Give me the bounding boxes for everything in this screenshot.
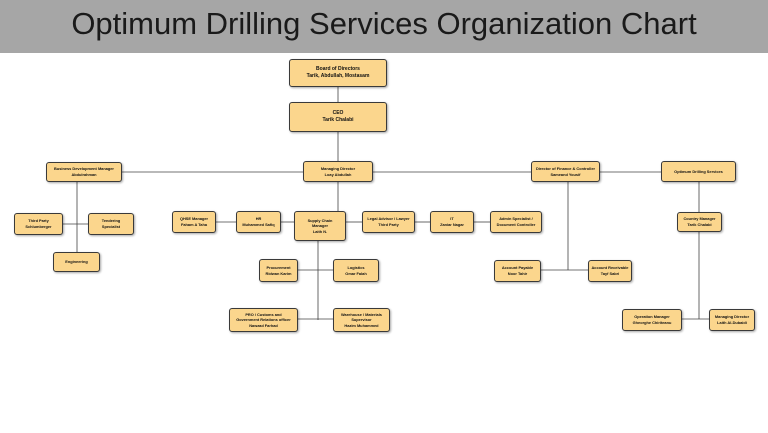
- node-name: Muhammed Safiq: [242, 222, 275, 227]
- node-logistics: Logistics Omar Falah: [333, 259, 379, 282]
- node-ceo: CEO Tarik Chalabi: [289, 102, 387, 132]
- node-title-2: Manager: [312, 223, 328, 229]
- node-name: Noor Tahir: [507, 271, 528, 276]
- node-name: Zaniar Nagar: [440, 222, 464, 227]
- node-name: Document Controller: [496, 222, 536, 227]
- node-name: Faham A Taha: [180, 222, 207, 227]
- node-name: Third Party: [378, 222, 399, 227]
- node-country-manager: Country Manager Tarik Chalabi: [677, 212, 722, 232]
- node-title: HR: [255, 216, 262, 222]
- node-title: Warehouse / Materials: [341, 311, 382, 317]
- node-name: Laith N.: [312, 228, 328, 234]
- node-title: Country Manager: [683, 216, 716, 222]
- node-title-2: Government Relations officer: [236, 317, 291, 323]
- node-name: Abdulrahman: [71, 172, 97, 177]
- node-title: Managing Director: [714, 314, 750, 320]
- node-account-receivable: Account Receivable Tayf Sabri: [588, 260, 632, 282]
- node-title: Account Payable: [501, 265, 534, 271]
- node-title: Director of Finance & Controller: [535, 165, 595, 171]
- node-title: Third Party: [28, 218, 49, 224]
- node-hr: HR Muhammed Safiq: [236, 211, 281, 233]
- node-name: Sameand Yousif: [550, 171, 581, 177]
- node-optimum-drilling-services: Optimum Drilling Services: [661, 161, 736, 182]
- node-name: Specialist: [101, 224, 121, 229]
- node-title: PRO / Customs and: [245, 311, 282, 317]
- node-business-development-manager: Business Development Manager Abdulrahman: [46, 162, 122, 182]
- node-qhse-manager: QHSE Manager Faham A Taha: [172, 211, 216, 233]
- node-title: Logistics: [347, 264, 365, 270]
- node-title: IT: [450, 216, 454, 222]
- node-title: Procurement: [266, 264, 291, 270]
- node-title: Legal Advisor / Lawyer: [367, 216, 410, 222]
- node-title: Admin Specialist /: [499, 216, 533, 222]
- node-title: CEO: [332, 109, 344, 116]
- node-title: Board of Directors: [316, 65, 360, 72]
- node-title: Business Development Manager: [54, 166, 114, 172]
- node-account-payable: Account Payable Noor Tahir: [494, 260, 541, 282]
- node-name: Gheorghe Chiriteanu: [632, 320, 672, 325]
- node-name: Tarik Chalabi: [322, 117, 354, 123]
- node-title: Managing Director: [320, 165, 356, 171]
- node-title: Operation Manager: [634, 314, 670, 320]
- title-bar: Optimum Drilling Services Organization C…: [0, 0, 768, 53]
- node-admin-specialist: Admin Specialist / Document Controller: [490, 211, 542, 233]
- node-tendering-specialist: Tendering Specialist: [88, 213, 134, 235]
- node-name: Laith Al-Dubaidi: [717, 320, 747, 325]
- node-name: Nawzad Farhad: [249, 322, 278, 328]
- node-warehouse-supervisor: Warehouse / Materials Supervisor Hazim M…: [333, 308, 390, 332]
- node-it: IT Zaniar Nagar: [430, 211, 474, 233]
- node-managing-director: Managing Director Loay Abdullah: [303, 161, 373, 182]
- node-title-2: Supervisor: [351, 317, 372, 323]
- node-title: QHSE Manager: [179, 216, 209, 222]
- node-title: Optimum Drilling Services: [674, 168, 723, 174]
- node-name: Omar Falah: [345, 270, 367, 276]
- node-engineering: Engineering: [53, 252, 100, 272]
- node-director-of-finance: Director of Finance & Controller Sameand…: [531, 161, 600, 182]
- node-title: Account Receivable: [591, 265, 629, 271]
- node-name: Tayf Sabri: [600, 271, 620, 276]
- node-name: Hazim Muhammed: [344, 322, 379, 328]
- node-name: Loay Abdullah: [324, 171, 352, 177]
- node-board-of-directors: Board of Directors Tarik, Abdullah, Most…: [289, 59, 387, 87]
- node-title: Tendering: [101, 218, 121, 224]
- node-title: Supply Chain: [307, 217, 333, 223]
- node-title: Engineering: [65, 259, 88, 265]
- node-name: Ridwan Karim: [265, 270, 292, 276]
- node-procurement: Procurement Ridwan Karim: [259, 259, 298, 282]
- node-operation-manager: Operation Manager Gheorghe Chiriteanu: [622, 309, 682, 331]
- node-name: Tarik Chalabi: [687, 222, 712, 227]
- slide-title: Optimum Drilling Services Organization C…: [71, 6, 697, 41]
- node-legal-advisor: Legal Advisor / Lawyer Third Party: [362, 211, 415, 233]
- node-name: Tarik, Abdullah, Mostasam: [306, 73, 370, 79]
- node-third-party-schlumberger: Third Party Schlumberger: [14, 213, 63, 235]
- node-supply-chain-manager: Supply Chain Manager Laith N.: [294, 211, 346, 241]
- node-pro-customs-officer: PRO / Customs and Government Relations o…: [229, 308, 298, 332]
- node-name: Schlumberger: [25, 224, 52, 229]
- node-managing-director-2: Managing Director Laith Al-Dubaidi: [709, 309, 755, 331]
